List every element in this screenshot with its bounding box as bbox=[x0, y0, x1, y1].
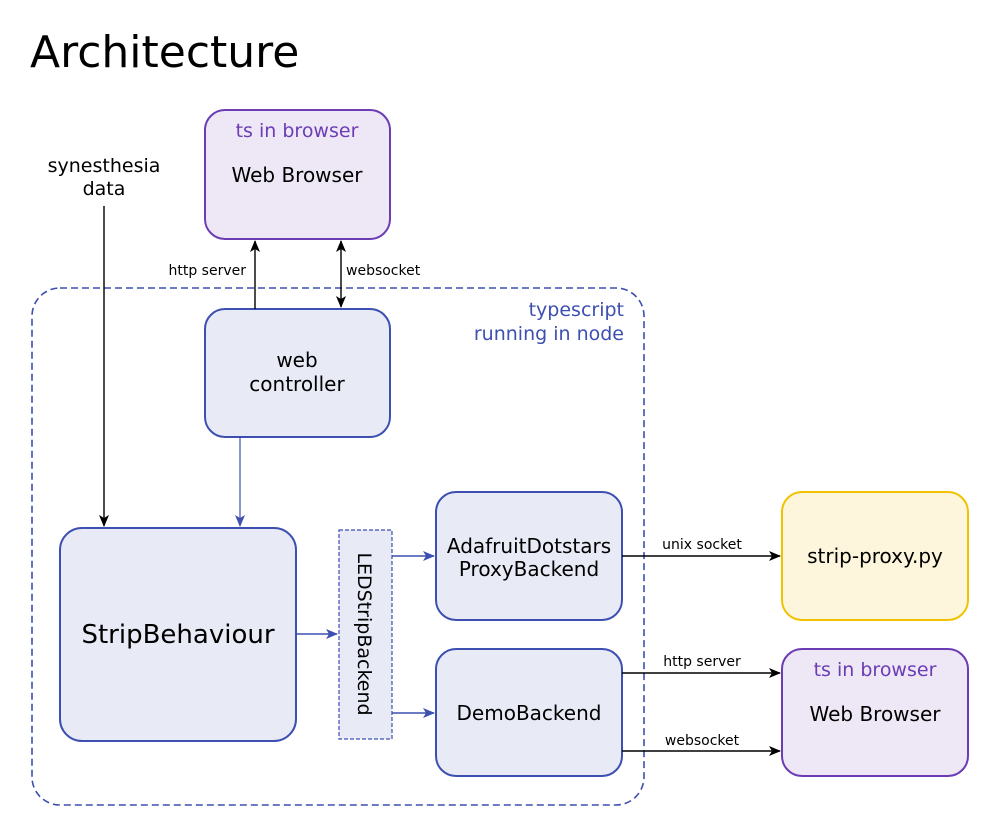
http-server-top-label: http server bbox=[168, 263, 246, 279]
web-controller-box: web controller bbox=[204, 308, 391, 438]
web-browser-bottom-box: ts in browser Web Browser bbox=[781, 648, 969, 777]
websocket-bottom-label: websocket bbox=[665, 733, 740, 749]
http-server-bottom-label: http server bbox=[663, 654, 741, 670]
web-controller-label-line2: controller bbox=[249, 372, 345, 396]
adafruit-backend-label-line2: ProxyBackend bbox=[459, 557, 599, 581]
demo-backend-label: DemoBackend bbox=[457, 701, 602, 725]
web-browser-top-box: ts in browser Web Browser bbox=[204, 109, 391, 240]
web-browser-bottom-tag: ts in browser bbox=[814, 659, 937, 681]
web-browser-top-label: Web Browser bbox=[231, 163, 363, 187]
adafruit-proxy-backend-box: AdafruitDotstars ProxyBackend bbox=[435, 491, 623, 621]
led-strip-backend-box: LEDStripBackend bbox=[338, 529, 393, 740]
web-browser-bottom-label: Web Browser bbox=[809, 702, 941, 726]
synesthesia-data-label-line1: synesthesia bbox=[48, 155, 161, 177]
container-label-line1: typescript bbox=[529, 299, 624, 321]
adafruit-backend-label-line1: AdafruitDotstars bbox=[447, 534, 611, 558]
unix-socket-label: unix socket bbox=[662, 537, 742, 553]
strip-proxy-label: strip-proxy.py bbox=[807, 544, 943, 568]
synesthesia-data-label-line2: data bbox=[83, 178, 126, 200]
page-title: Architecture bbox=[30, 27, 299, 78]
strip-behaviour-label: StripBehaviour bbox=[81, 620, 274, 650]
websocket-top-label: websocket bbox=[346, 263, 421, 279]
web-controller-label-line1: web bbox=[276, 348, 317, 372]
web-browser-top-tag: ts in browser bbox=[236, 120, 359, 142]
demo-backend-box: DemoBackend bbox=[435, 648, 623, 777]
strip-behaviour-box: StripBehaviour bbox=[59, 527, 297, 742]
strip-proxy-box: strip-proxy.py bbox=[781, 491, 969, 621]
container-label-line2: running in node bbox=[474, 323, 624, 345]
led-strip-backend-label: LEDStripBackend bbox=[353, 552, 375, 715]
